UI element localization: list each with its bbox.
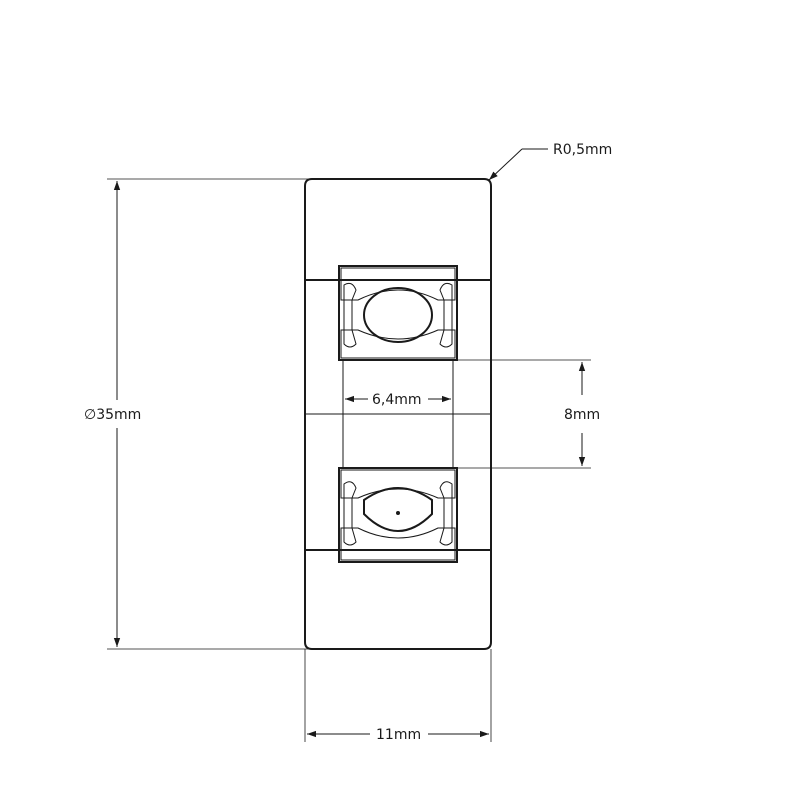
bore-label: 8mm	[564, 407, 600, 423]
bearing-upper-inner-ring	[340, 329, 456, 359]
outer-diameter-dimension: ∅35mm	[84, 178, 312, 650]
bearing-upper-left-seal	[343, 282, 357, 348]
ball-center-dot	[396, 511, 400, 515]
bearing-lower-ball	[363, 487, 433, 532]
bearing-upper	[338, 265, 458, 361]
width-label: 11mm	[376, 727, 421, 743]
radius-dimension: R0,5mm	[488, 142, 612, 181]
outer-roller-bottom-section	[304, 549, 492, 650]
bearing-lower-right-seal	[439, 481, 453, 546]
outer-roller	[304, 178, 492, 650]
bearing-width-label: 6,4mm	[372, 392, 422, 408]
bearing-lower	[338, 467, 458, 563]
outer-roller-top-section	[304, 178, 492, 281]
radius-label: R0,5mm	[553, 142, 612, 158]
bearing-width-dimension: 6,4mm	[345, 392, 451, 408]
bearing-upper-right-seal	[439, 282, 453, 348]
bearing-upper-outer-ring	[340, 267, 456, 301]
bore-dimension: 8mm	[457, 359, 600, 469]
bearing-lower-inner-ring	[340, 469, 456, 499]
outer-diameter-label: ∅35mm	[84, 407, 141, 423]
bearing-lower-left-seal	[343, 481, 357, 546]
bore	[342, 360, 454, 468]
width-dimension: 11mm	[304, 649, 492, 743]
bearing-lower-outer-ring	[340, 527, 456, 561]
bearing-upper-ball	[363, 287, 433, 343]
